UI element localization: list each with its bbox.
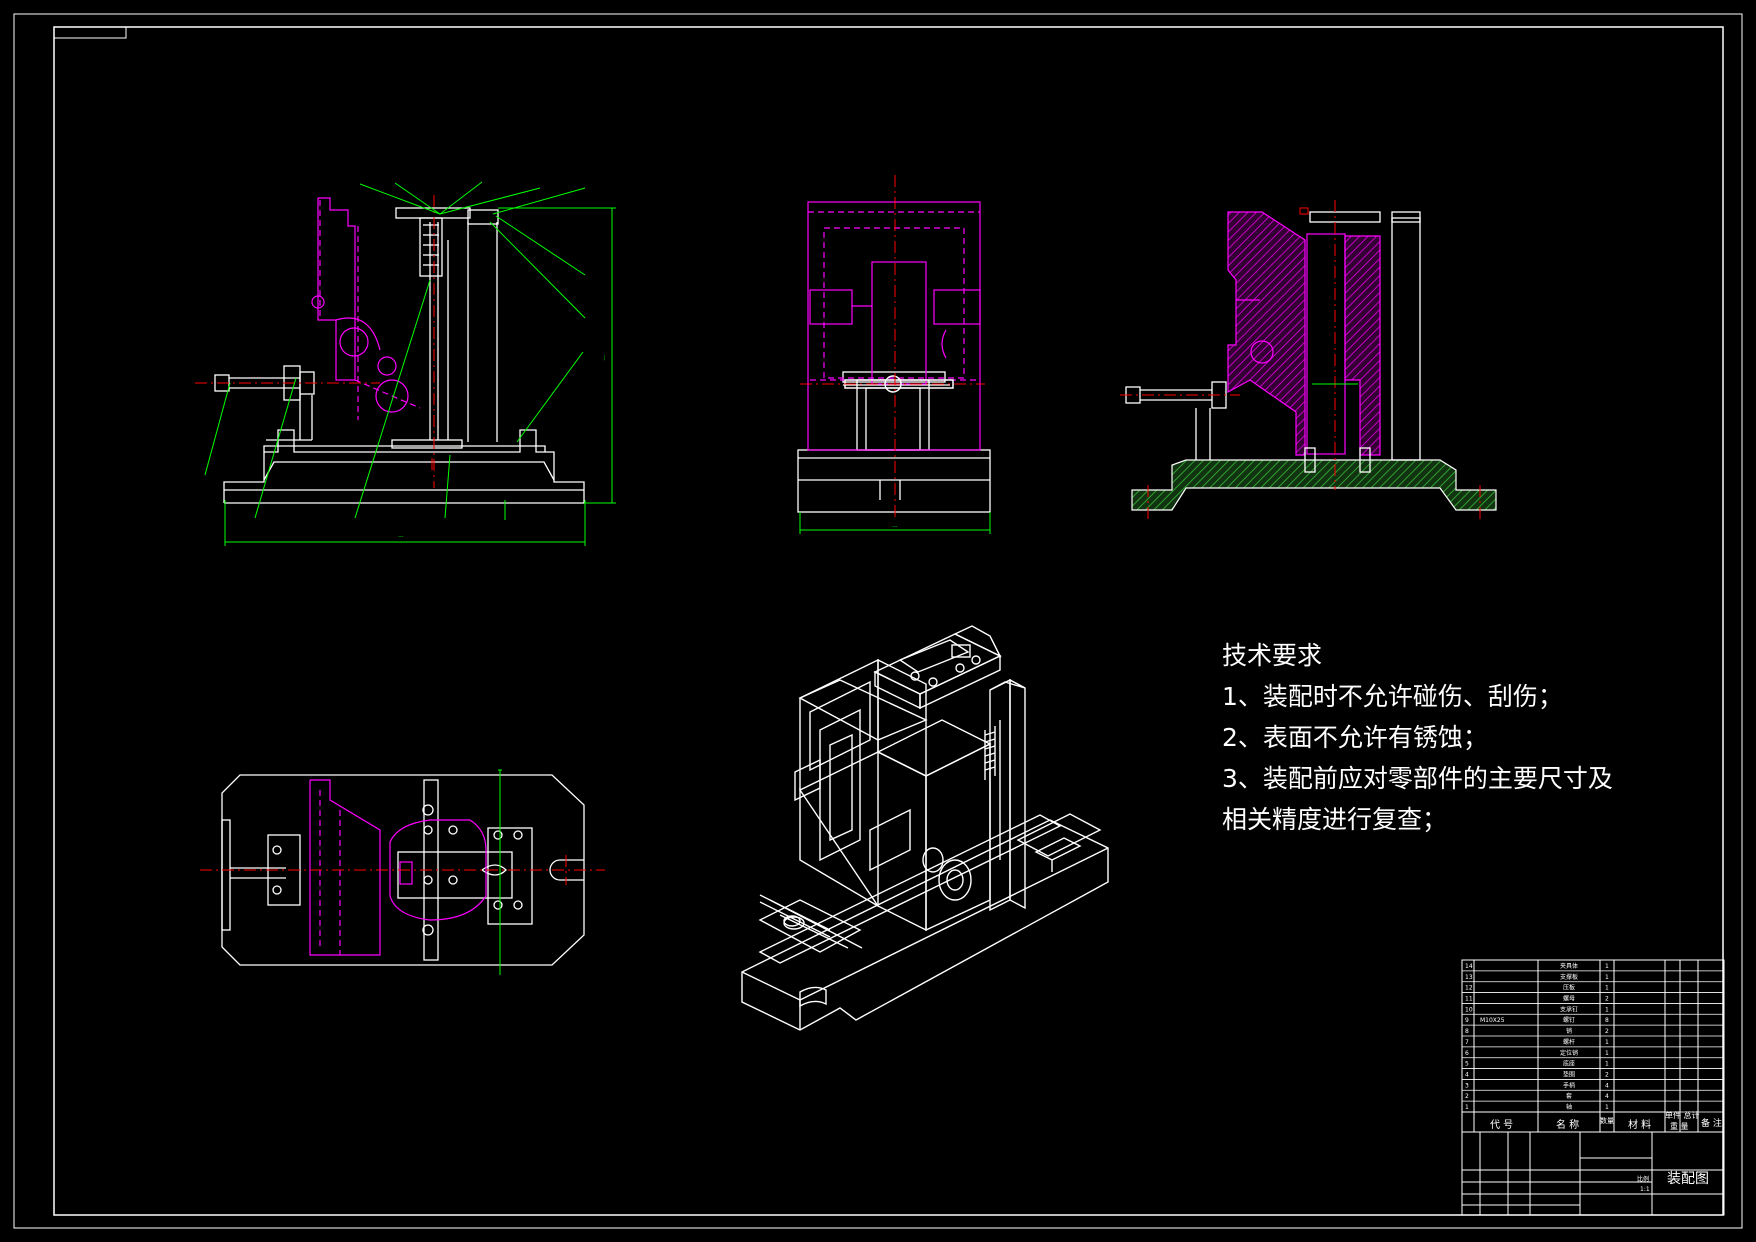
tech-req-item-4: 相关精度进行复查； <box>1222 805 1448 834</box>
bom-row-qty: 2 <box>1605 1028 1609 1035</box>
bom-row-no: 3 <box>1465 1082 1469 1089</box>
bom-row-no: 11 <box>1465 996 1473 1003</box>
bom-row-name: 垫圈 <box>1563 1071 1575 1079</box>
sheet-border <box>13 13 1743 1229</box>
technical-requirements: 技术要求 1、装配时不允许碰伤、刮伤； 2、表面不允许有锈蚀； 3、装配前应对零… <box>1222 635 1613 840</box>
bom-row-name: 销 <box>1566 1027 1572 1035</box>
bom-row-name: 压板 <box>1563 984 1575 992</box>
bom-row-no: 10 <box>1465 1006 1473 1013</box>
tech-req-item-1: 1、装配时不允许碰伤、刮伤； <box>1222 682 1563 711</box>
bom-row-no: 6 <box>1465 1050 1469 1057</box>
bom-header-qty: 数量 <box>1600 1117 1614 1125</box>
bom-row-name: 螺钉 <box>1563 1016 1575 1024</box>
svg-text:---: --- <box>398 534 404 540</box>
section-view <box>1120 200 1497 520</box>
bom-header-code: 代 号 <box>1490 1120 1514 1131</box>
bom-header-unit-weight: 单件 总计 <box>1665 1111 1700 1120</box>
bom-row-name: 螺杆 <box>1563 1038 1575 1046</box>
top-view <box>200 769 605 975</box>
bom-row-qty: 1 <box>1605 1050 1609 1057</box>
bom-row-name: 套 <box>1566 1092 1572 1100</box>
bom-row-no: 4 <box>1465 1072 1469 1079</box>
bom-row-name: 定位销 <box>1560 1049 1578 1057</box>
bom-row-no: 1 <box>1465 1104 1469 1111</box>
bom-row-no: 8 <box>1465 1028 1469 1035</box>
isometric-view <box>741 625 1109 1031</box>
svg-text:---: --- <box>892 524 898 530</box>
bom-row-no: 2 <box>1465 1093 1469 1100</box>
bom-row-qty: 2 <box>1605 1072 1609 1079</box>
svg-text:---: --- <box>601 355 607 361</box>
bom-row-no: 13 <box>1465 974 1473 981</box>
bom-row-name: 支撑板 <box>1560 973 1578 981</box>
bom-row-lines <box>1462 970 1724 1113</box>
side-view: --- <box>797 175 991 534</box>
bom-row-qty: 1 <box>1605 1006 1609 1013</box>
bom-row-qty: 1 <box>1605 963 1609 970</box>
bom-row-qty: 1 <box>1605 1039 1609 1046</box>
bom-row-no: 14 <box>1465 963 1473 970</box>
bom-header-name: 名 称 <box>1556 1120 1580 1131</box>
bom-row-qty: 1 <box>1605 985 1609 992</box>
bom-row-no: 7 <box>1465 1039 1469 1046</box>
bom-header-material: 材 料 <box>1628 1120 1652 1131</box>
bom-row-name: 轴 <box>1566 1103 1572 1111</box>
tech-req-item-3: 3、装配前应对零部件的主要尺寸及 <box>1222 764 1613 793</box>
bom-row-name: 手柄 <box>1563 1081 1575 1089</box>
bom-row-qty: 2 <box>1605 996 1609 1003</box>
bom-row-name: 螺母 <box>1563 995 1575 1003</box>
bom-row-code: M10X25 <box>1480 1017 1505 1024</box>
front-view: --- --- <box>195 181 616 546</box>
tech-req-heading: 技术要求 <box>1222 641 1323 670</box>
bom-row-name: 夹具体 <box>1560 962 1578 970</box>
bom-row-name: 支承钉 <box>1560 1005 1578 1013</box>
bom-row-no: 9 <box>1465 1017 1469 1024</box>
bom-row-no: 12 <box>1465 985 1473 992</box>
bom-row-qty: 1 <box>1605 1061 1609 1068</box>
drawing-title: 装配图 <box>1667 1171 1709 1187</box>
scale-value: 1:1 <box>1640 1186 1650 1193</box>
bom-row-qty: 4 <box>1605 1093 1609 1100</box>
bom-header-remark: 备 注 <box>1701 1119 1722 1129</box>
tech-req-item-2: 2、表面不允许有锈蚀； <box>1222 723 1488 752</box>
bom-row-qty: 8 <box>1605 1017 1609 1024</box>
bom-row-no: 5 <box>1465 1061 1469 1068</box>
scale-label: 比例 <box>1637 1176 1650 1183</box>
bom-row-qty: 1 <box>1605 1104 1609 1111</box>
bom-row-qty: 4 <box>1605 1082 1609 1089</box>
bom-row-name: 底座 <box>1563 1060 1575 1068</box>
bom-row-qty: 1 <box>1605 974 1609 981</box>
bom-header-weight: 重 量 <box>1670 1122 1689 1131</box>
